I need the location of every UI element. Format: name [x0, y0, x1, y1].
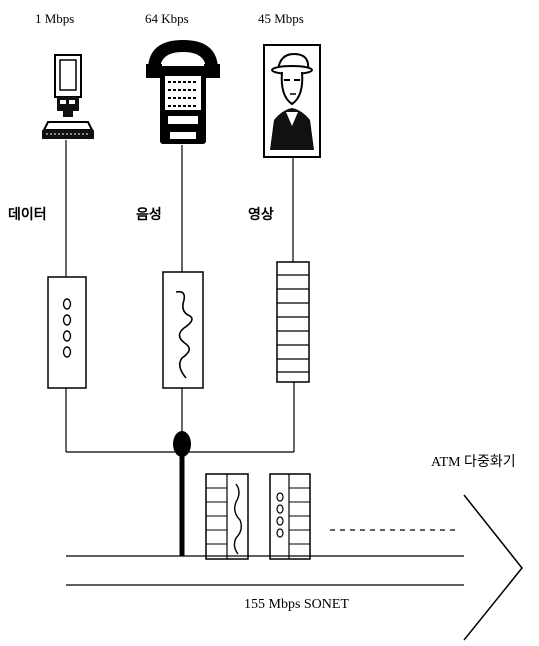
multiplexed-cells-video-voice [206, 474, 248, 559]
data-rate-label: 1 Mbps [35, 11, 74, 26]
computer-terminal-icon [42, 55, 94, 139]
person-portrait-icon [264, 45, 320, 157]
video-source-label: 영상 [248, 206, 274, 223]
atm-multiplexer-shape [464, 495, 522, 640]
video-rate-label: 45 Mbps [258, 11, 304, 26]
data-buffer [48, 277, 86, 388]
voice-buffer [163, 272, 203, 388]
voice-source-label: 음성 [136, 207, 162, 223]
voice-rate-label: 64 Kbps [145, 11, 189, 26]
atm-multiplexer-label: ATM 다중화기 [431, 454, 516, 470]
multiplexed-cells-data-video [270, 474, 310, 559]
video-buffer [277, 262, 309, 382]
data-source-label: 데이터 [8, 206, 47, 223]
telephone-icon [146, 40, 220, 144]
sonet-link-label: 155 Mbps SONET [244, 597, 349, 612]
merge-node [173, 431, 191, 457]
